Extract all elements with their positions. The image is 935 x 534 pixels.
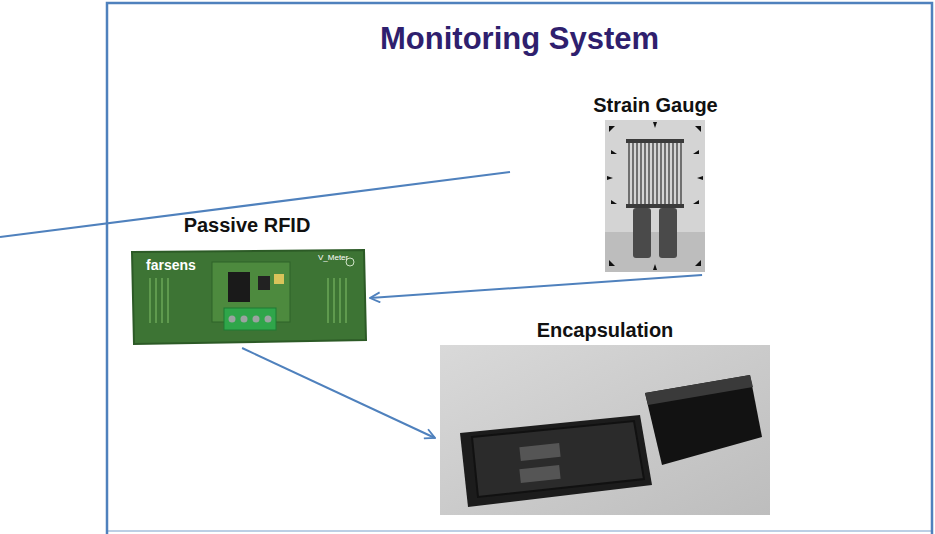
image-panel: Passive RFID [124, 213, 370, 348]
flow-arrow [370, 275, 702, 298]
image-panel: Encapsulation [435, 318, 775, 518]
flow-arrow [242, 348, 435, 438]
diagram-title: Monitoring System [380, 20, 659, 58]
strain-gauge-image [605, 120, 705, 272]
encapsulation-image [440, 345, 770, 515]
image-panel: Strain Gauge [589, 93, 722, 275]
board-print: farsens [146, 257, 196, 273]
board-print: V_Meter [318, 253, 348, 262]
panel-heading: Encapsulation [435, 318, 775, 342]
panel-heading: Passive RFID [124, 213, 370, 237]
panel-heading: Strain Gauge [589, 93, 722, 117]
